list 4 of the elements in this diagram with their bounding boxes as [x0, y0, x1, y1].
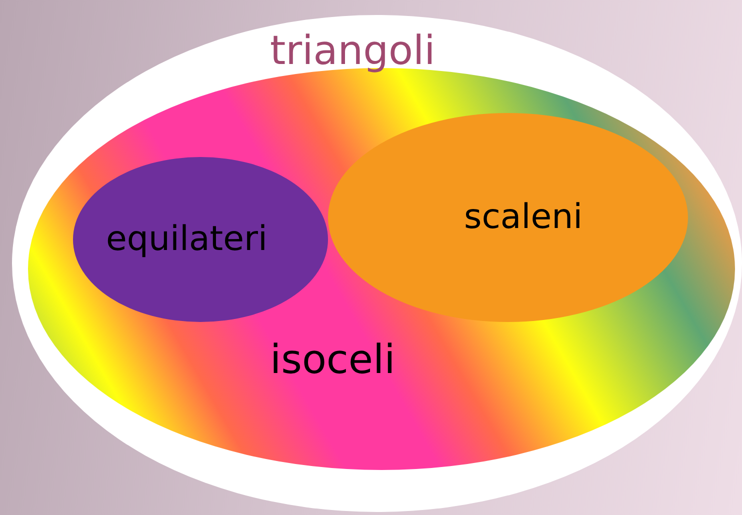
set-label: scaleni	[464, 200, 583, 234]
set-label: triangoli	[270, 31, 436, 71]
set-label: isoceli	[270, 340, 396, 380]
set-label: equilateri	[106, 222, 268, 256]
